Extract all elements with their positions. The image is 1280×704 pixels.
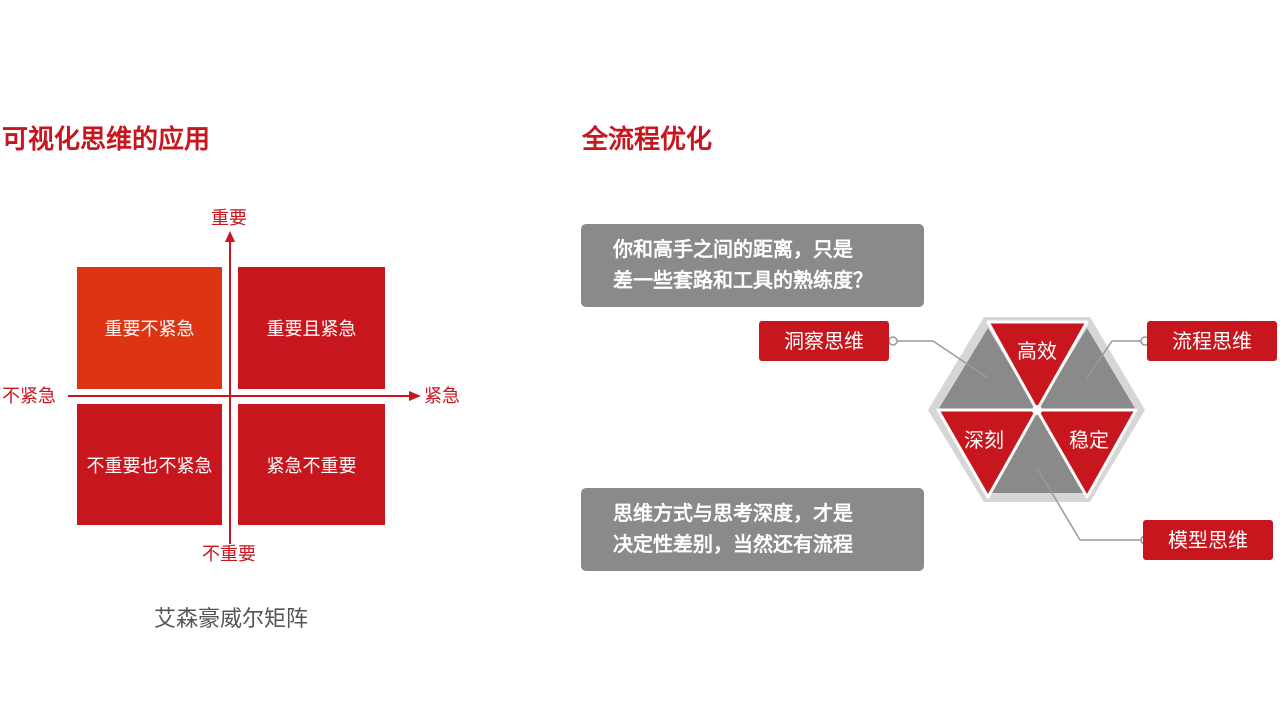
- gap-question-line-1: 你和高手之间的距离，只是: [613, 237, 853, 261]
- hex-segment-efficient: [986, 320, 1089, 412]
- hex-label-efficient: 高效: [1017, 339, 1057, 363]
- axis-label-urgent: 紧急: [424, 386, 460, 407]
- connector-process: [1086, 340, 1145, 379]
- quadrant-urgent-not-important: 紧急不重要: [238, 404, 385, 525]
- quadrant-important-not-urgent: 重要不紧急: [77, 267, 222, 389]
- matrix-section-heading: 可视化思维的应用: [2, 125, 211, 155]
- thinking-depth-box: 思维方式与思考深度，才是 决定性差别，当然还有流程: [581, 488, 924, 571]
- hex-label-deep: 深刻: [964, 428, 1004, 452]
- gap-question-box: 你和高手之间的距离，只是 差一些套路和工具的熟练度？: [581, 224, 924, 307]
- gap-question-line-2: 差一些套路和工具的熟练度？: [613, 268, 873, 292]
- connector-model: [1036, 467, 1145, 541]
- connector-insight-dot: [888, 336, 898, 346]
- hex-segment-stable: [1035, 408, 1138, 499]
- hex-segment-grey-bottom: [988, 410, 1087, 493]
- hex-segment-grey-left: [938, 328, 1037, 410]
- quadrant-important-urgent: 重要且紧急: [238, 267, 385, 389]
- matrix-caption: 艾森豪威尔矩阵: [153, 607, 308, 632]
- hex-segment-grey-right: [1037, 328, 1136, 410]
- tag-process-thinking: 流程思维: [1147, 321, 1277, 361]
- thinking-depth-line-2: 决定性差别，当然还有流程: [613, 532, 853, 556]
- vertical-axis-arrowhead: [225, 231, 235, 242]
- horizontal-axis-arrowhead: [409, 391, 421, 401]
- axis-label-not-urgent: 不紧急: [2, 386, 56, 407]
- hex-label-stable: 稳定: [1069, 428, 1109, 452]
- tag-insight-thinking: 洞察思维: [759, 321, 889, 361]
- connector-insight: [893, 340, 989, 379]
- hex-segment-deep: [936, 408, 1039, 499]
- axis-label-not-important: 不重要: [202, 544, 256, 565]
- hex-center-dot: [1032, 405, 1042, 415]
- thinking-depth-line-1: 思维方式与思考深度，才是: [613, 501, 853, 525]
- process-section-heading: 全流程优化: [582, 125, 713, 155]
- axis-label-important: 重要: [211, 208, 247, 229]
- tag-model-thinking: 模型思维: [1143, 520, 1273, 560]
- quadrant-not-important-not-urgent: 不重要也不紧急: [77, 404, 222, 525]
